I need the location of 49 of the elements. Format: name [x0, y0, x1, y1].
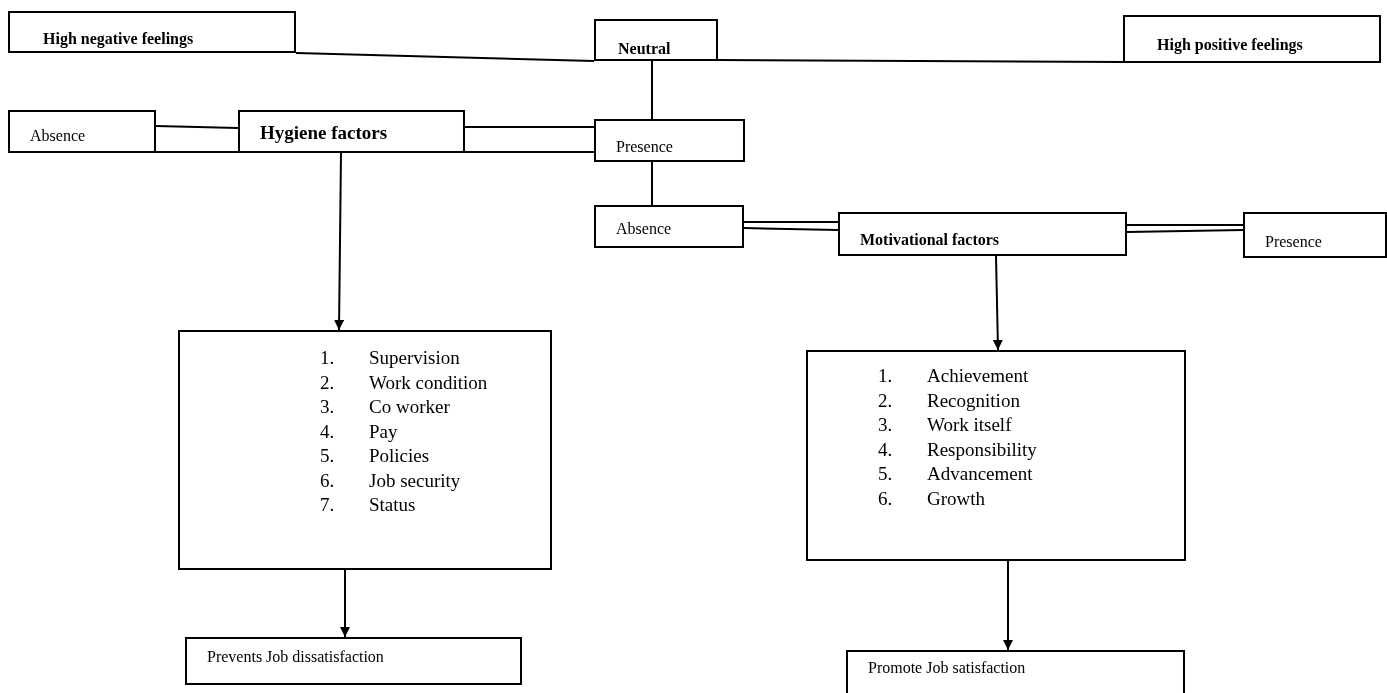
box-label: High negative feelings	[43, 29, 194, 49]
list-item: 5. Advancement	[878, 462, 1034, 486]
box-label: Neutral	[618, 39, 671, 59]
process-box	[594, 119, 745, 162]
process-box	[1243, 212, 1387, 258]
list-item: 6. Job security	[320, 468, 462, 493]
connector-line	[743, 221, 839, 231]
box-label: Hygiene factors	[260, 122, 388, 145]
process-box	[846, 650, 1185, 693]
list-item: 7. Status	[320, 493, 417, 517]
arrow	[334, 152, 345, 331]
box-label: Absence	[30, 126, 86, 146]
list-item: 5. Policies	[320, 444, 431, 468]
process-box	[594, 205, 744, 248]
process-box	[8, 11, 296, 53]
list-item: 4. Pay	[320, 419, 399, 444]
list-item: 1. Achievement	[878, 364, 1030, 388]
arrow	[340, 569, 350, 638]
list-item: 2. Work condition	[320, 370, 488, 395]
process-box	[1123, 15, 1381, 63]
box-label: Motivational factors	[860, 230, 1000, 250]
box-label: Presence	[1265, 232, 1322, 252]
connector-line	[651, 161, 653, 206]
box-label: Prevents Job dissatisfaction	[207, 647, 384, 667]
process-box	[838, 212, 1127, 256]
list-box	[806, 350, 1186, 561]
connector-line	[155, 125, 239, 153]
process-box	[185, 637, 522, 685]
list-item: 3. Co worker	[320, 395, 451, 419]
list-item: 2. Recognition	[878, 388, 1021, 413]
box-label: Promote Job satisfaction	[868, 658, 1026, 678]
list-item: 3. Work itself	[878, 413, 1013, 437]
box-label: Presence	[616, 137, 673, 157]
list-item: 1. Supervision	[320, 346, 461, 370]
box-label: Absence	[616, 219, 672, 239]
arrow	[992, 255, 1003, 351]
list-box	[178, 330, 552, 570]
arrow	[1003, 560, 1013, 651]
connector-line	[464, 126, 595, 153]
list-item: 6. Growth	[878, 486, 987, 511]
process-box	[8, 110, 156, 153]
list-item: 4. Responsibility	[878, 437, 1037, 462]
process-box	[594, 19, 718, 61]
connector-line	[295, 52, 595, 62]
connector-line	[717, 59, 1124, 63]
box-label: High positive feelings	[1157, 35, 1303, 55]
connector-line	[1126, 224, 1244, 233]
process-box	[238, 110, 465, 153]
connector-line	[651, 60, 653, 120]
